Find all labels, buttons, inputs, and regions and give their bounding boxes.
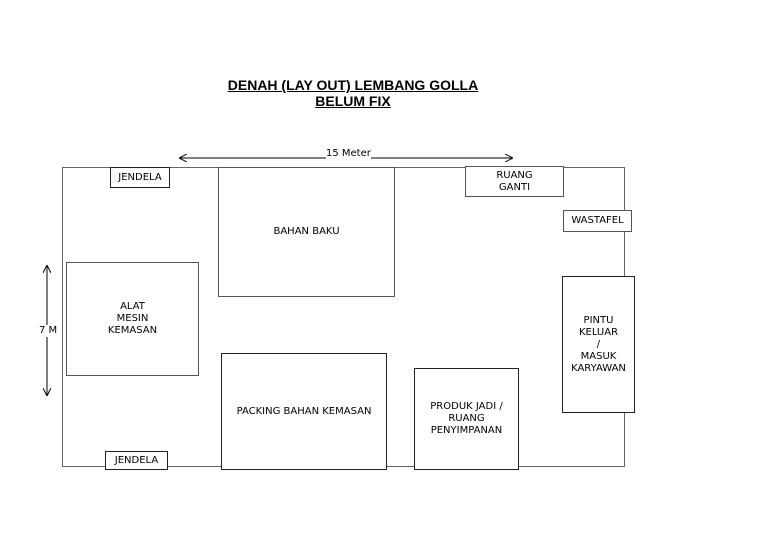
sink: WASTAFEL [563,210,632,232]
changing-room: RUANG GANTI [465,166,564,197]
packing-area: PACKING BAHAN KEMASAN [221,353,387,470]
employee-door: PINTU KELUAR / MASUK KARYAWAN [562,276,635,413]
diagram-subtitle: BELUM FIX [315,93,391,109]
raw-material-area: BAHAN BAKU [218,167,395,297]
window-bottom: JENDELA [105,451,168,470]
finished-product-storage: PRODUK JADI / RUANG PENYIMPANAN [414,368,519,470]
diagram-title: DENAH (LAY OUT) LEMBANG GOLLA [227,77,479,93]
width-label: 15 Meter [326,148,371,160]
packaging-machine-area: ALAT MESIN KEMASAN [66,262,199,376]
height-label: 7 M [39,325,58,337]
window-top: JENDELA [110,167,170,188]
